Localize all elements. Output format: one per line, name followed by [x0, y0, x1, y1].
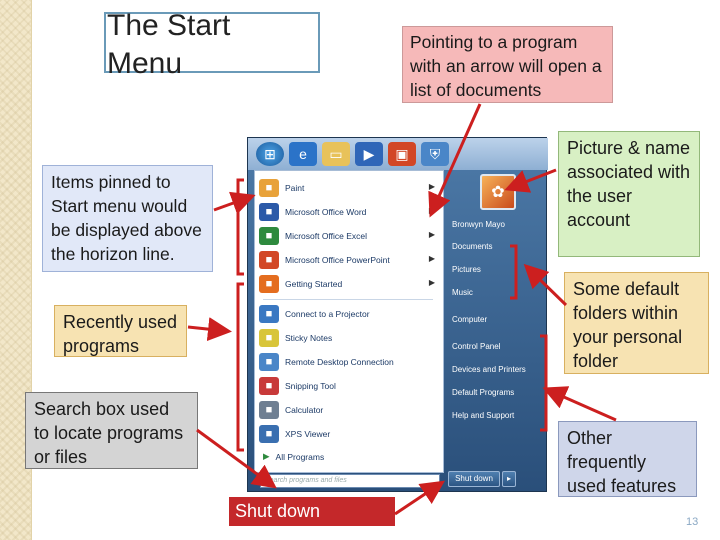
snipping-tool-icon: ■	[259, 377, 279, 395]
decorative-side-strip	[0, 0, 32, 540]
media-player-icon[interactable]: ▶	[355, 142, 383, 166]
paint-icon: ■	[259, 179, 279, 197]
user-name[interactable]: Bronwyn Mayo	[452, 220, 505, 229]
start-menu: ⊞ e ▭ ▶ ▣ ⛨ ■ Paint ▶ ■ Microsoft Office Wor…	[247, 137, 548, 492]
media-center-icon[interactable]: ▣	[388, 142, 416, 166]
all-programs-label: All Programs	[275, 451, 325, 462]
program-label: Getting Started	[285, 279, 343, 289]
program-item[interactable]: ■ Connect to a Projector	[259, 303, 439, 325]
search-input[interactable]: Search programs and files	[260, 474, 440, 488]
all-programs-item[interactable]: ▶ All Programs	[263, 451, 324, 462]
program-item[interactable]: ■ Snipping Tool	[259, 375, 439, 397]
arrow-pinned	[213, 191, 256, 215]
horizon-line	[263, 299, 433, 300]
program-label: Microsoft Office Word	[285, 207, 367, 217]
right-panel-item[interactable]: Help and Support	[452, 411, 515, 420]
program-label: Microsoft Office Excel	[285, 231, 368, 241]
right-panel-item[interactable]: Music	[452, 288, 473, 297]
note-default-folders: Some default folders within your persona…	[564, 272, 709, 374]
note-search: Search box used to locate programs or fi…	[25, 392, 198, 469]
shut-down-options-button[interactable]: ▸	[502, 471, 516, 487]
program-label: Sticky Notes	[285, 333, 333, 343]
pinned-icons-row: ⊞ e ▭ ▶ ▣ ⛨	[248, 138, 548, 170]
sticky-notes-icon: ■	[259, 329, 279, 347]
programs-panel: ■ Paint ▶ ■ Microsoft Office Word ▶ ■ Microsoft…	[254, 170, 444, 473]
program-label: Remote Desktop Connection	[285, 357, 394, 367]
submenu-arrow-icon[interactable]: ▶	[428, 278, 435, 287]
program-label: Snipping Tool	[285, 381, 336, 391]
user-picture-icon[interactable]: ✿	[480, 174, 516, 210]
calculator-icon: ■	[259, 401, 279, 419]
arrow-right-icon: ▶	[263, 451, 270, 461]
program-item[interactable]: ■ Microsoft Office PowerPoint ▶	[259, 249, 439, 271]
right-panel-item[interactable]: Default Programs	[452, 388, 515, 397]
security-shield-icon[interactable]: ⛨	[421, 142, 449, 166]
note-pinned: Items pinned to Start menu would be disp…	[42, 165, 213, 272]
program-item[interactable]: ■ Getting Started ▶	[259, 273, 439, 295]
submenu-arrow-icon[interactable]: ▶	[428, 206, 435, 215]
program-item[interactable]: ■ Paint ▶	[259, 177, 439, 199]
remote-desktop-icon: ■	[259, 353, 279, 371]
arrow-other	[542, 386, 617, 422]
note-other: Other frequently used features	[558, 421, 697, 497]
submenu-arrow-icon[interactable]: ▶	[428, 182, 435, 191]
note-shutdown: Shut down	[229, 497, 395, 526]
internet-explorer-icon[interactable]: e	[289, 142, 317, 166]
submenu-arrow-icon[interactable]: ▶	[428, 254, 435, 263]
program-label: Connect to a Projector	[285, 309, 370, 319]
program-item[interactable]: ■ Calculator	[259, 399, 439, 421]
program-label: Calculator	[285, 405, 324, 415]
program-item[interactable]: ■ XPS Viewer	[259, 423, 439, 445]
projector-icon: ■	[259, 305, 279, 323]
right-panel-item[interactable]: Computer	[452, 315, 488, 324]
arrow-recent	[187, 317, 232, 342]
folder-icon[interactable]: ▭	[322, 142, 350, 166]
bracket-pinned	[236, 178, 244, 276]
excel-icon: ■	[259, 227, 279, 245]
getting-started-icon: ■	[259, 275, 279, 293]
windows-orb-icon[interactable]: ⊞	[256, 142, 284, 166]
xps-viewer-icon: ■	[259, 425, 279, 443]
program-item[interactable]: ■ Sticky Notes	[259, 327, 439, 349]
word-icon: ■	[259, 203, 279, 221]
program-label: Microsoft Office PowerPoint	[285, 255, 390, 265]
program-item[interactable]: ■ Remote Desktop Connection	[259, 351, 439, 373]
program-item[interactable]: ■ Microsoft Office Word ▶	[259, 201, 439, 223]
bracket-recent	[236, 282, 244, 452]
program-label: XPS Viewer	[285, 429, 331, 439]
note-recent: Recently used programs	[54, 305, 187, 357]
title-frame	[104, 12, 320, 73]
right-panel-item[interactable]: Control Panel	[452, 342, 501, 351]
right-panel-item[interactable]: Devices and Printers	[452, 365, 526, 374]
program-item[interactable]: ■ Microsoft Office Excel ▶	[259, 225, 439, 247]
right-panel-item[interactable]: Pictures	[452, 265, 481, 274]
submenu-arrow-icon[interactable]: ▶	[428, 230, 435, 239]
right-panel-item[interactable]: Documents	[452, 242, 493, 251]
shut-down-button[interactable]: Shut down	[448, 471, 500, 487]
page-number: 13	[686, 516, 699, 528]
program-label: Paint	[285, 183, 305, 193]
slide-title: The Start Menu	[107, 9, 231, 80]
note-pointing: Pointing to a program with an arrow will…	[402, 26, 613, 103]
powerpoint-icon: ■	[259, 251, 279, 269]
note-picture: Picture & name associated with the user …	[558, 131, 700, 257]
